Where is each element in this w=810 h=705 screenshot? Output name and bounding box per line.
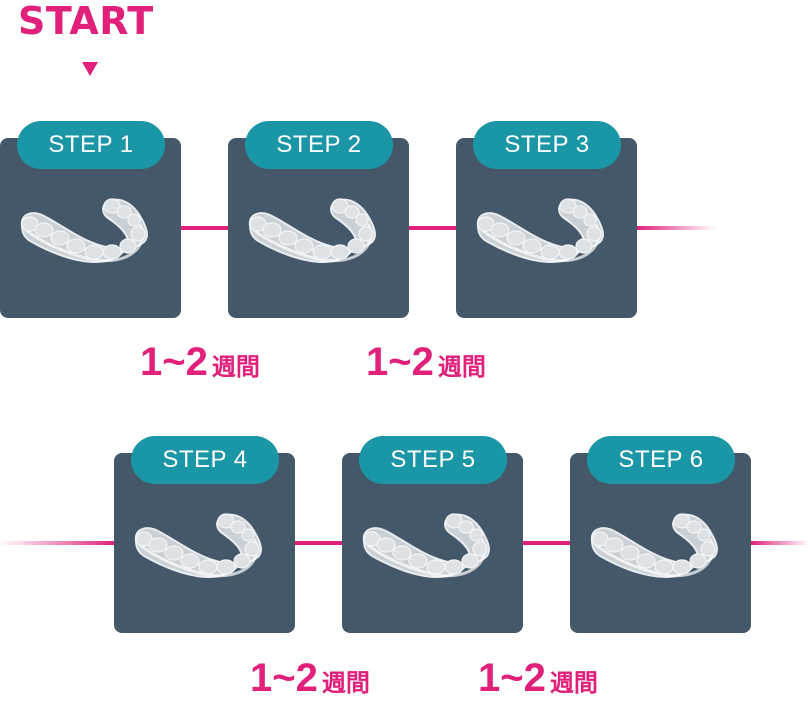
step-badge-3: STEP 3	[473, 121, 621, 169]
duration-value: 1~2	[140, 340, 208, 384]
clear-aligner-icon	[16, 196, 166, 284]
clear-aligner-icon	[586, 511, 736, 599]
connector-step4-step5	[294, 541, 344, 545]
triangle-down-icon	[82, 62, 98, 76]
clear-aligner-icon	[130, 511, 280, 599]
duration-unit: 週間	[437, 353, 486, 381]
duration-value: 1~2	[366, 340, 434, 384]
start-label: START	[18, 0, 154, 43]
step-badge-6: STEP 6	[587, 436, 735, 484]
connector-step1-step2	[180, 226, 230, 230]
duration-value: 1~2	[250, 656, 318, 700]
connector-step4-in	[0, 541, 116, 545]
clear-aligner-icon	[244, 196, 394, 284]
step-badge-2: STEP 2	[245, 121, 393, 169]
connector-step5-step6	[522, 541, 572, 545]
connector-step3-out	[636, 226, 716, 230]
duration-unit: 週間	[321, 669, 370, 697]
step-badge-1: STEP 1	[17, 121, 165, 169]
duration-value: 1~2	[478, 656, 546, 700]
duration-unit: 週間	[549, 669, 598, 697]
connector-step6-out	[750, 541, 810, 545]
step-badge-4: STEP 4	[131, 436, 279, 484]
connector-step2-step3	[408, 226, 458, 230]
step-badge-5: STEP 5	[359, 436, 507, 484]
duration-unit: 週間	[211, 353, 260, 381]
clear-aligner-icon	[358, 511, 508, 599]
clear-aligner-icon	[472, 196, 622, 284]
